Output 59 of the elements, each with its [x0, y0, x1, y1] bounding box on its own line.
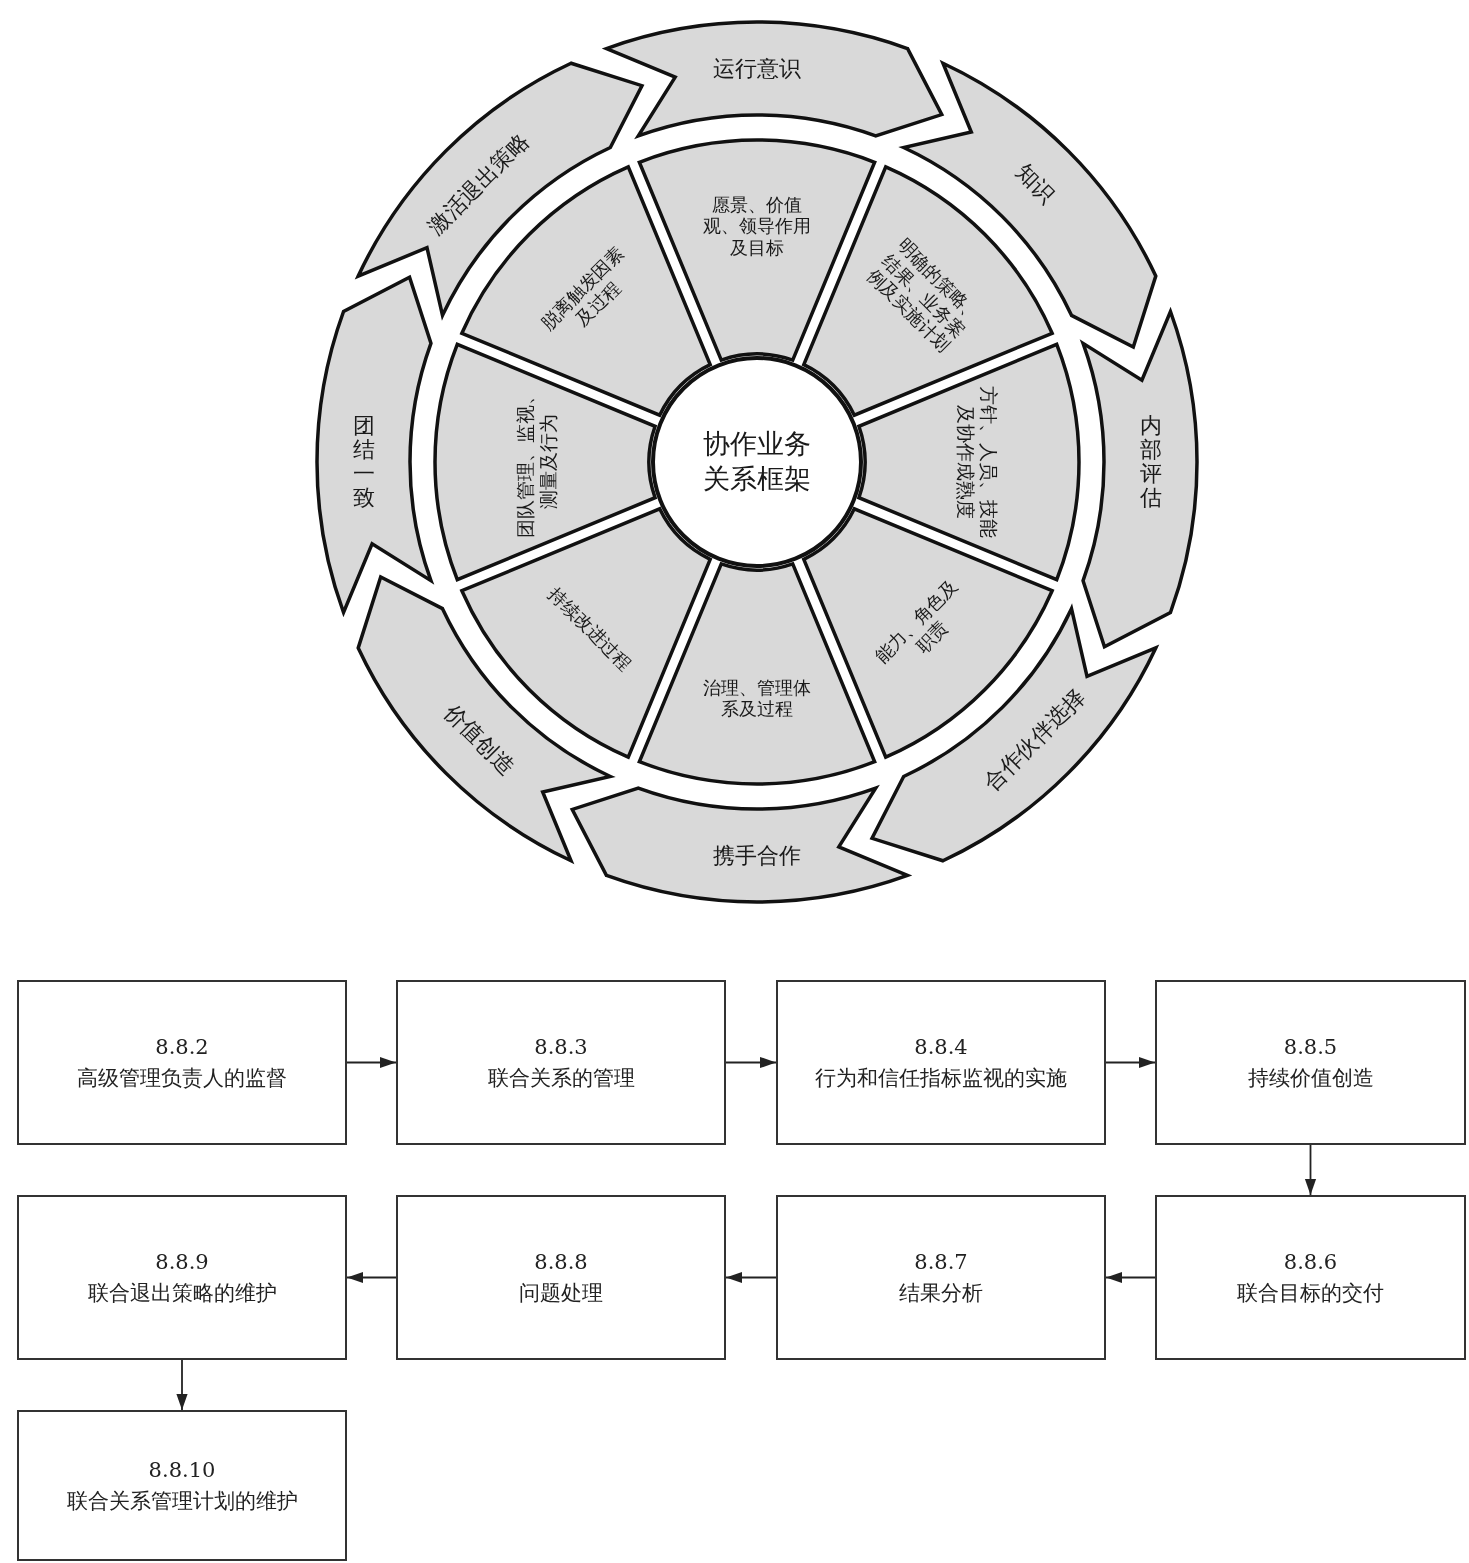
process-box — [776, 1195, 1106, 1360]
segment-label: 明确的策略、结果、业务案例及实施计划 — [862, 232, 986, 358]
segment-label: 团队管理、监视、测量及行为 — [514, 384, 560, 540]
process-label: 持续价值创造 — [1246, 1064, 1375, 1092]
segment-label: 能力、角色及职责 — [869, 574, 963, 669]
process-label: 联合关系的管理 — [486, 1064, 636, 1092]
section-number: 8.8.2 — [154, 1034, 210, 1062]
stage-band — [1081, 309, 1199, 649]
stage-label: 知识 — [1010, 159, 1061, 209]
section-number: 8.8.7 — [913, 1249, 969, 1277]
process-label: 联合退出策略的维护 — [86, 1279, 278, 1307]
arrow — [725, 1056, 777, 1069]
section-number: 8.8.9 — [154, 1249, 210, 1277]
arrow — [346, 1271, 397, 1284]
section-number: 8.8.4 — [913, 1034, 969, 1062]
stage-label: 合作伙伴选择 — [979, 684, 1092, 797]
stage-label: 运行意识 — [713, 55, 801, 82]
process-box — [776, 980, 1106, 1145]
stage-label: 团结一致 — [352, 413, 375, 511]
segment-wedge — [433, 342, 657, 582]
stage-label: 内部评估 — [1139, 413, 1162, 511]
process-box — [17, 980, 347, 1145]
section-number: 8.8.10 — [147, 1457, 217, 1485]
segment-label: 方针、人员、技能及协作成熟度 — [954, 384, 1000, 540]
hub-label: 协作业务关系框架 — [702, 427, 812, 497]
section-number: 8.8.6 — [1282, 1249, 1339, 1277]
segment-label: 持续改进过程 — [543, 581, 637, 677]
arrow — [1105, 1056, 1156, 1069]
process-box — [396, 1195, 726, 1360]
section-number: 8.8.5 — [1282, 1034, 1339, 1062]
segment-label: 脱离触发因素及过程 — [535, 240, 629, 335]
stage-band — [315, 275, 433, 615]
process-label: 联合关系管理计划的维护 — [65, 1487, 299, 1515]
arrow — [176, 1359, 188, 1411]
process-box — [17, 1195, 347, 1360]
stage-band — [570, 786, 910, 904]
section-number: 8.8.3 — [533, 1034, 589, 1062]
process-box — [1155, 980, 1466, 1145]
process-label: 问题处理 — [518, 1279, 604, 1307]
section-number: 8.8.8 — [533, 1249, 589, 1277]
segment-label: 愿景、价值观、领导作用及目标 — [702, 193, 812, 259]
process-label: 行为和信任指标监视的实施 — [814, 1064, 1068, 1092]
stage-label: 携手合作 — [713, 842, 801, 869]
stage-label: 激活退出策略 — [422, 127, 535, 240]
stage-label: 价值创造 — [438, 700, 520, 781]
process-label: 结果分析 — [898, 1279, 984, 1307]
stage-band — [604, 20, 944, 138]
process-label: 高级管理负责人的监督 — [76, 1064, 288, 1092]
process-label: 联合目标的交付 — [1236, 1279, 1385, 1307]
arrow — [725, 1271, 777, 1284]
arrow — [1105, 1271, 1156, 1284]
arrow — [1304, 1144, 1317, 1196]
process-box — [396, 980, 726, 1145]
process-box — [1155, 1195, 1466, 1360]
segment-wedge — [637, 562, 877, 786]
segment-label: 治理、管理体系及过程 — [702, 676, 812, 720]
hub-circle — [651, 356, 863, 568]
arrow — [346, 1056, 397, 1069]
process-box — [17, 1410, 347, 1561]
